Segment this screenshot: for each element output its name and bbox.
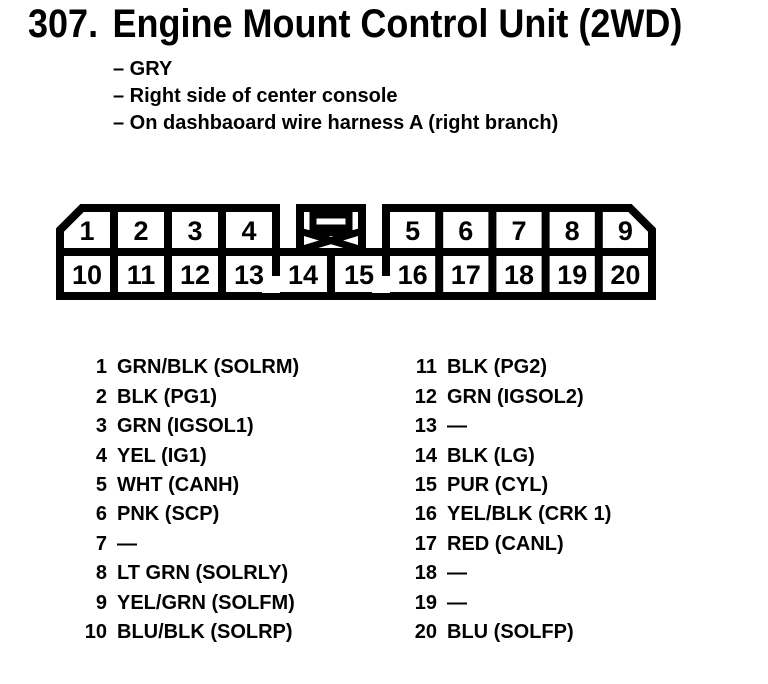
detail-location: – Right side of center console <box>113 85 398 107</box>
connector-pin-6: 6 <box>458 216 473 246</box>
housing-notches <box>262 276 390 293</box>
pin-row: 8 LT GRN (SOLRLY) <box>60 559 299 588</box>
pin-wire-label: — <box>447 591 467 614</box>
pin-wire-label: YEL (IG1) <box>117 444 207 467</box>
pin-row: 13 — <box>390 412 611 441</box>
connector-pin-18: 18 <box>504 260 534 290</box>
pin-row: 9 YEL/GRN (SOLFM) <box>60 589 299 618</box>
connector-pin-17: 17 <box>451 260 481 290</box>
pin-wire-label: BLK (PG2) <box>447 356 547 379</box>
pin-row: 6 PNK (SCP) <box>60 500 299 529</box>
pin-wire-label: — <box>117 532 137 555</box>
pin-wire-label: — <box>447 562 467 585</box>
section-number: 307. <box>28 2 99 46</box>
pin-number: 3 <box>95 415 107 438</box>
connector-pin-15: 15 <box>344 260 374 290</box>
pin-wire-label: GRN/BLK (SOLRM) <box>117 356 300 379</box>
connector-pin-19: 19 <box>557 260 587 290</box>
connector-pin-10: 10 <box>72 260 102 290</box>
pin-wire-label: — <box>447 415 467 438</box>
connector-pin-13: 13 <box>234 260 264 290</box>
connector-pin-2: 2 <box>133 216 148 246</box>
pin-number: 2 <box>95 385 107 408</box>
connector-pin-8: 8 <box>565 216 580 246</box>
connector-details: – GRY – Right side of center console – O… <box>113 56 558 137</box>
pin-row: 19 — <box>390 589 611 618</box>
connector-pin-5: 5 <box>405 216 420 246</box>
connector-diagram: 1 2 3 4 5 6 7 8 9 10 11 12 13 14 15 16 1… <box>56 204 656 300</box>
pin-row: 20 BLU (SOLFP) <box>390 618 611 647</box>
pin-number: 15 <box>414 473 437 496</box>
detail-color: – GRY <box>113 58 173 80</box>
pin-row: 18 — <box>390 559 611 588</box>
pin-number: 17 <box>414 532 437 555</box>
pin-number: 7 <box>95 532 107 555</box>
cell-dividers <box>110 208 603 292</box>
pin-row: 15 PUR (CYL) <box>390 471 611 500</box>
pin-number: 18 <box>414 562 437 585</box>
pin-row: 14 BLK (LG) <box>390 441 611 470</box>
detail-harness: – On dashbaoard wire harness A (right br… <box>113 112 559 134</box>
connector-pin-numbers: 1 2 3 4 5 6 7 8 9 10 11 12 13 14 15 16 1… <box>72 216 640 290</box>
pin-number: 10 <box>84 621 107 644</box>
pin-row: 5 WHT (CANH) <box>60 471 299 500</box>
connector-pin-1: 1 <box>79 216 94 246</box>
pin-wire-label: BLU (SOLFP) <box>447 621 574 644</box>
bottom-row-outline <box>56 248 656 300</box>
pin-number: 8 <box>95 562 107 585</box>
pin-wire-label: LT GRN (SOLRLY) <box>117 562 289 585</box>
pin-number: 1 <box>95 356 107 379</box>
top-right-block-outline <box>382 204 656 256</box>
pin-row: 12 GRN (IGSOL2) <box>390 382 611 411</box>
connector-pin-3: 3 <box>187 216 202 246</box>
pin-row: 10 BLU/BLK (SOLRP) <box>60 618 299 647</box>
pin-wire-label: BLK (PG1) <box>117 385 217 408</box>
section-title: Engine Mount Control Unit (2WD) <box>112 2 683 46</box>
pin-row: 2 BLK (PG1) <box>60 382 299 411</box>
connector-pin-9: 9 <box>618 216 633 246</box>
pin-wire-label: RED (CANL) <box>447 532 564 555</box>
pinout-list-left: 1 GRN/BLK (SOLRM) 2 BLK (PG1) 3 GRN (IGS… <box>60 353 299 647</box>
pin-row: 7 — <box>60 530 299 559</box>
pin-row: 3 GRN (IGSOL1) <box>60 412 299 441</box>
connector-pin-14: 14 <box>288 260 318 290</box>
pin-wire-label: PUR (CYL) <box>447 473 549 496</box>
pin-wire-label: YEL/GRN (SOLFM) <box>117 591 295 614</box>
pin-number: 6 <box>95 503 107 526</box>
notch-left <box>262 276 280 293</box>
pin-number: 12 <box>414 385 437 408</box>
pin-number: 9 <box>95 591 107 614</box>
pin-row: 1 GRN/BLK (SOLRM) <box>60 353 299 382</box>
pin-wire-label: YEL/BLK (CRK 1) <box>447 503 612 526</box>
pin-wire-label: WHT (CANH) <box>117 473 240 496</box>
pin-row: 11 BLK (PG2) <box>390 353 611 382</box>
connector-pin-20: 20 <box>610 260 640 290</box>
pin-number: 16 <box>414 503 437 526</box>
pin-wire-label: GRN (IGSOL2) <box>447 385 584 408</box>
pinout-list-right: 11 BLK (PG2) 12 GRN (IGSOL2) 13 — 14 BLK… <box>390 353 612 647</box>
pin-number: 20 <box>414 621 437 644</box>
pin-wire-label: BLU/BLK (SOLRP) <box>117 621 293 644</box>
connector-pin-11: 11 <box>127 260 156 290</box>
pin-row: 17 RED (CANL) <box>390 530 611 559</box>
pin-number: 11 <box>415 356 437 379</box>
pin-wire-label: GRN (IGSOL1) <box>117 415 254 438</box>
pin-number: 14 <box>414 444 437 467</box>
pin-row: 4 YEL (IG1) <box>60 441 299 470</box>
pin-number: 13 <box>414 415 437 438</box>
pin-wire-label: PNK (SCP) <box>117 503 220 526</box>
latch-tab <box>309 211 353 232</box>
latch-cross-icon <box>301 211 361 253</box>
page-title: 307. Engine Mount Control Unit (2WD) <box>28 2 682 46</box>
pin-wire-label: BLK (LG) <box>447 444 535 467</box>
connector-pin-12: 12 <box>180 260 210 290</box>
pin-number: 19 <box>414 591 437 614</box>
pin-row: 16 YEL/BLK (CRK 1) <box>390 500 612 529</box>
connector-pin-4: 4 <box>241 216 256 246</box>
connector-pin-7: 7 <box>511 216 526 246</box>
connector-pin-16: 16 <box>398 260 428 290</box>
pin-number: 5 <box>95 473 107 496</box>
pin-number: 4 <box>95 444 107 467</box>
notch-right <box>372 276 390 293</box>
